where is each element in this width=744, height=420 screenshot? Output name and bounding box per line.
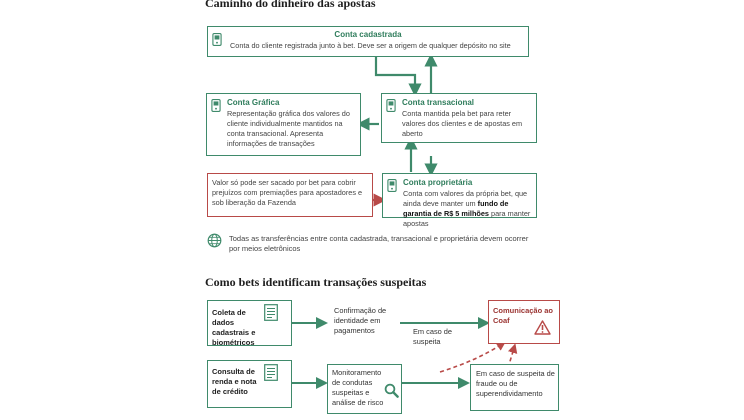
card-reader-icon [212,33,222,46]
box-conta-proprietaria: Conta proprietária Conta com valores da … [382,173,537,228]
box-conta-transacional: Conta transacional Conta mantida pela be… [381,93,537,143]
conta-cadastrada-title: Conta cadastrada [334,30,402,39]
card-reader-icon [387,179,397,192]
conta-grafica-title: Conta Gráfica [227,98,280,107]
coleta-label: Coleta de dados cadastrais e biométricos [212,308,256,347]
box-monitoramento: Monitoramento de condutas suspeitas e an… [327,364,402,414]
box-conta-grafica: Conta Gráfica Representação gráfica dos … [206,93,361,156]
arrow-cadastrada-to-transacional [374,57,422,97]
globe-icon [207,233,222,248]
box-consulta: Consulta de renda e nota de crédito [207,360,292,408]
monitoramento-label: Monitoramento de condutas suspeitas e an… [332,368,384,407]
document-icon [264,364,278,381]
section-title-transacoes: Como bets identificam transações suspeit… [205,275,427,289]
warning-icon [534,320,551,335]
footnote-text: Todas as transferências entre conta cada… [229,234,529,253]
box-conta-cadastrada: Conta cadastrada Conta do cliente regist… [207,26,529,57]
em-caso-fraude-label: Em caso de suspeita de fraude ou de supe… [476,369,555,398]
conta-transacional-body: Conta mantida pela bet para reter valore… [402,109,523,138]
card-reader-icon [211,99,221,112]
em-caso-suspeita-label: Em caso de suspeita [413,327,453,346]
consulta-label: Consulta de renda e nota de crédito [212,367,257,396]
confirmacao-label: Confirmação de identidade em pagamentos [334,306,387,335]
conta-grafica-body: Representação gráfica dos valores do cli… [227,109,350,148]
conta-transacional-title: Conta transacional [402,98,475,107]
arrow-dashed-to-coaf [439,341,506,373]
comunicacao-label: Comunicação ao Coaf [493,306,554,325]
conta-proprietaria-body-bold: fundo de garantia de R$ 5 milhões [403,199,509,218]
box-nota-saque: Valor só pode ser sacado por bet para co… [207,173,373,217]
section-title-caminho: Caminho do dinheiro das apostas [205,0,376,10]
box-coleta: Coleta de dados cadastrais e biométricos [207,300,292,347]
box-fraude: Em caso de suspeita de fraude ou de supe… [470,364,559,411]
magnifier-icon [384,383,399,398]
conta-proprietaria-body-pre: Conta com valores da própria bet, que ai… [403,189,528,208]
nota-saque-body: Valor só pode ser sacado por bet para co… [212,178,363,207]
conta-proprietaria-body: Conta com valores da própria bet, que ai… [403,189,534,229]
conta-proprietaria-title: Conta proprietária [403,178,473,187]
document-icon [264,304,278,321]
conta-proprietaria-body-post: para manter apostas [403,209,531,228]
conta-cadastrada-body: Conta do cliente registrada junto à bet.… [230,41,511,50]
box-comunicacao-coaf: Comunicação ao Coaf [488,300,560,344]
card-reader-icon [386,99,396,112]
